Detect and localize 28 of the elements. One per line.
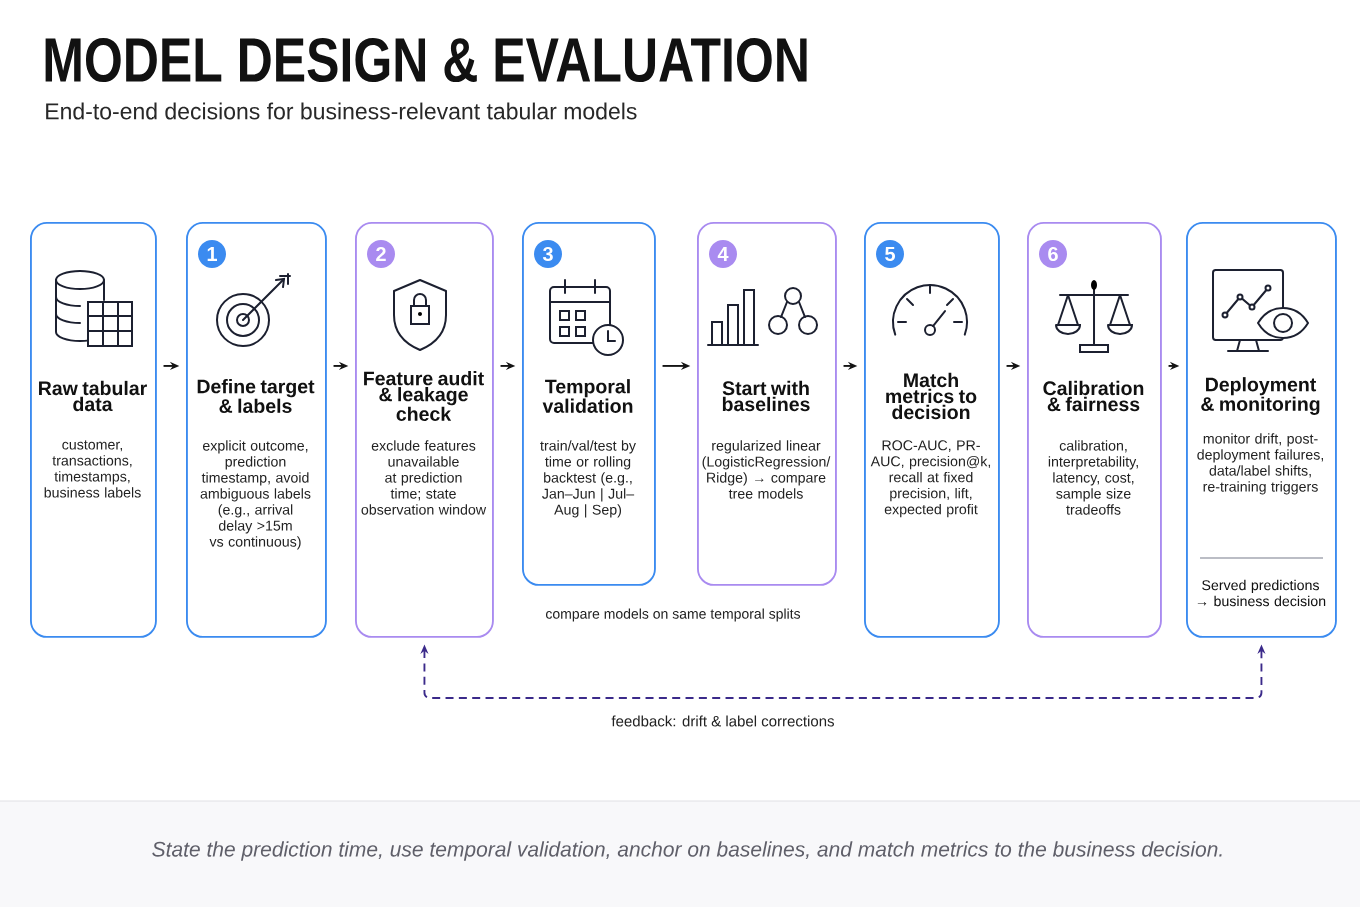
step-title: Define target & labels: [197, 379, 315, 413]
step-number-badge: 3: [534, 240, 562, 268]
step-description: regularized linear (LogisticRegression/ Ridge) → compare tree models: [702, 440, 831, 499]
step-description: monitor drift, post-deployment failures, data/label shifts, re-training triggers: [1197, 433, 1323, 495]
step-title: Calibration & fairness: [1043, 380, 1144, 412]
step-title: Deployment & monitoring: [1201, 377, 1320, 415]
step-number-badge: 4: [709, 240, 737, 268]
step-title: Start with baselines: [722, 380, 810, 412]
caption: State the prediction time, use temporal validation, anchor on baselines, and match metrics to the business decision.: [152, 841, 1222, 861]
subtitle: End-to-end decisions for business-relevant tabular models: [46, 102, 637, 120]
step-number-badge: 6: [1039, 240, 1067, 268]
title: MODEL DESIGN & EVALUATION: [45, 37, 807, 83]
step-description: customer, transactions, timestamps, business labels: [44, 440, 141, 498]
step-description: calibration, interpretability, latency, cost, sample size tradeoffs: [1048, 440, 1138, 515]
step-number-badge: 2: [367, 240, 395, 268]
step-number-badge: 5: [876, 240, 904, 268]
step-title: Temporal validation: [542, 379, 633, 413]
step-description: train/val/test by time or rolling backtest (e.g., Jan–Jun | Jul–Aug | Sep): [540, 440, 636, 518]
step-title: Match metrics to decision: [886, 372, 977, 420]
step-title: Raw tabular data: [39, 380, 147, 412]
note-text: compare models on same temporal splits: [546, 608, 801, 622]
step-description: ROC-AUC, PR-AUC, precision@k, recall at fixed precision, lift, expected profit: [870, 440, 991, 518]
step-title: Feature audit & leakage check: [364, 371, 484, 421]
step-description: explicit outcome, prediction timestamp, avoid ambiguous labels (e.g., arrival delay >15m vs continuous): [200, 440, 311, 550]
output-note: Served predictions → business decision: [1197, 579, 1326, 607]
edge-label: feedback: drift & label corrections: [608, 712, 838, 730]
step-number-badge: 1: [198, 240, 226, 268]
step-description: exclude features unavailable at prediction time; state observation window: [361, 440, 487, 515]
